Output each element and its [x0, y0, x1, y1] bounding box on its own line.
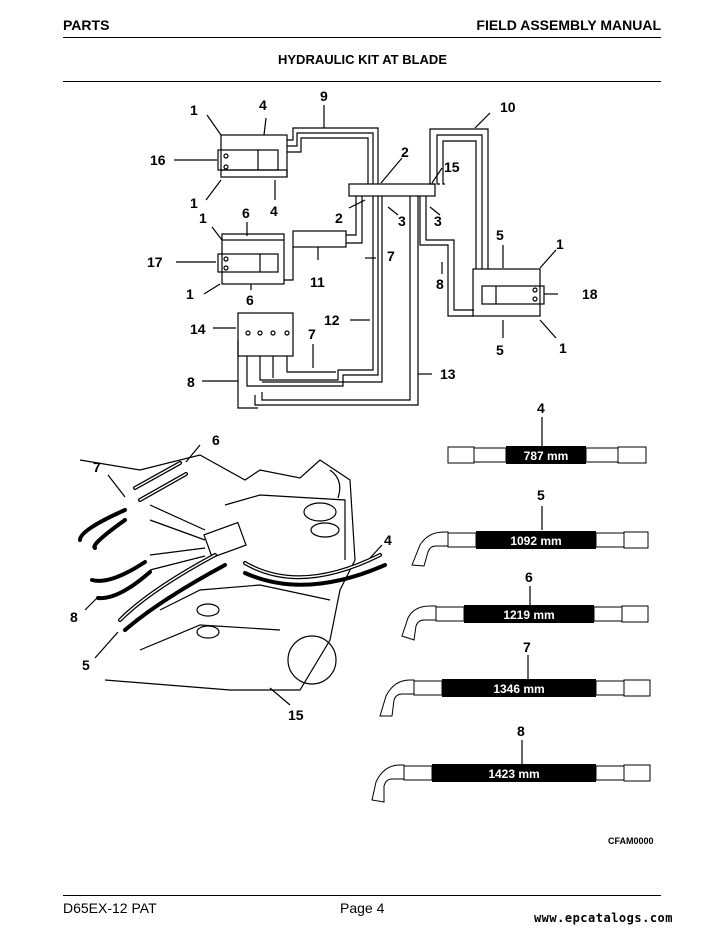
- svg-text:1: 1: [186, 286, 194, 302]
- page-title: HYDRAULIC KIT AT BLADE: [278, 52, 447, 67]
- svg-text:16: 16: [150, 152, 166, 168]
- svg-text:8: 8: [187, 374, 195, 390]
- header-rule: [63, 37, 661, 38]
- svg-text:3: 3: [434, 213, 442, 229]
- svg-text:9: 9: [320, 88, 328, 104]
- blade-frame-illustration: [79, 454, 356, 691]
- manifold-15: [348, 183, 436, 197]
- svg-text:15: 15: [444, 159, 460, 175]
- cylinder-18-body: [472, 268, 541, 317]
- svg-text:4: 4: [270, 203, 278, 219]
- svg-text:7: 7: [523, 639, 531, 655]
- svg-text:4: 4: [537, 400, 545, 416]
- svg-text:3: 3: [398, 213, 406, 229]
- cylinder-17-rod: [217, 253, 279, 273]
- svg-text:6: 6: [242, 205, 250, 221]
- hose-7: 7 1346 mm: [379, 639, 651, 717]
- manual-header: FIELD ASSEMBLY MANUAL: [476, 17, 661, 33]
- hose-5: 5 1092 mm: [411, 487, 649, 567]
- svg-text:1092 mm: 1092 mm: [510, 534, 561, 548]
- model-number: D65EX-12 PAT: [63, 900, 157, 916]
- svg-text:2: 2: [335, 210, 343, 226]
- svg-text:7: 7: [387, 248, 395, 264]
- hose-4: 4 787 mm: [447, 400, 647, 464]
- figure-code: CFAM0000: [608, 836, 654, 846]
- svg-text:11: 11: [310, 274, 325, 290]
- svg-text:1: 1: [190, 102, 198, 118]
- svg-text:8: 8: [517, 723, 525, 739]
- svg-text:8: 8: [70, 609, 78, 625]
- svg-text:1: 1: [556, 236, 564, 252]
- cylinder-16-rod: [217, 149, 279, 171]
- valve-block-14: [237, 312, 294, 357]
- svg-text:5: 5: [82, 657, 90, 673]
- hose-8: 8 1423 mm: [371, 723, 651, 803]
- svg-text:7: 7: [93, 459, 101, 475]
- svg-text:6: 6: [525, 569, 533, 585]
- svg-text:2: 2: [401, 144, 409, 160]
- svg-text:14: 14: [190, 321, 206, 337]
- svg-text:12: 12: [324, 312, 340, 328]
- footer-rule: [63, 895, 661, 896]
- svg-text:1: 1: [199, 210, 207, 226]
- svg-text:4: 4: [384, 532, 392, 548]
- svg-text:1219 mm: 1219 mm: [503, 608, 554, 622]
- svg-text:1: 1: [190, 195, 198, 211]
- section-header: PARTS: [63, 17, 110, 33]
- svg-text:1346 mm: 1346 mm: [493, 682, 544, 696]
- illustration-callouts: 6 7 4 8 5 15: [70, 432, 392, 723]
- svg-text:18: 18: [582, 286, 598, 302]
- page-number: Page 4: [340, 900, 385, 916]
- hose-6: 6 1219 mm: [401, 569, 649, 641]
- svg-text:10: 10: [500, 99, 516, 115]
- svg-text:6: 6: [212, 432, 220, 448]
- svg-text:5: 5: [537, 487, 545, 503]
- schematic-callouts: 1 4 9 10 16 2 15 1 4 2 3 3 1 6 5 1 17 7 …: [147, 88, 598, 390]
- cylinder-17-body: [221, 239, 285, 285]
- svg-text:8: 8: [436, 276, 444, 292]
- svg-text:15: 15: [288, 707, 304, 723]
- svg-text:6: 6: [246, 292, 254, 308]
- svg-text:5: 5: [496, 227, 504, 243]
- svg-text:1423 mm: 1423 mm: [488, 767, 539, 781]
- cylinder-18-rod: [481, 285, 545, 305]
- svg-text:7: 7: [308, 326, 316, 342]
- svg-text:17: 17: [147, 254, 163, 270]
- cylinder-16-body: [220, 134, 288, 178]
- svg-text:1: 1: [559, 340, 567, 356]
- title-rule: [63, 81, 661, 82]
- hose-details: 4 787 mm 5 1092 mm 6 1219 mm: [371, 400, 651, 803]
- svg-text:4: 4: [259, 97, 267, 113]
- svg-text:13: 13: [440, 366, 456, 382]
- connector-11: [292, 230, 347, 248]
- svg-text:787 mm: 787 mm: [524, 449, 569, 463]
- watermark: www.epcatalogs.com: [533, 911, 673, 925]
- svg-text:5: 5: [496, 342, 504, 358]
